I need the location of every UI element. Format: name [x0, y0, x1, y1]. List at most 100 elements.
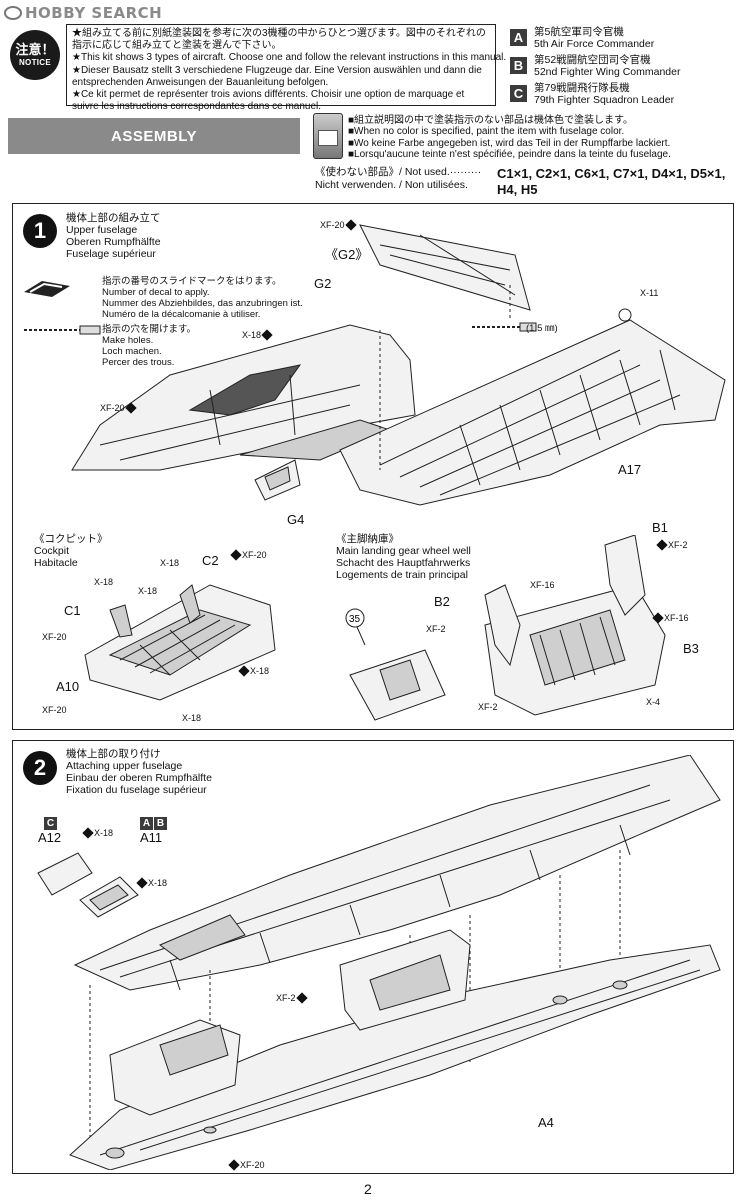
paint-note-line: ■Wo keine Farbe angegeben ist, wird das … [348, 137, 671, 149]
color-callout: X-18 [242, 329, 273, 341]
version-letter: B [510, 57, 527, 74]
color-callout-text: X-18 [94, 577, 114, 587]
color-callout: XF-16 [530, 580, 555, 590]
color-callout: XF-2 [276, 992, 308, 1004]
notice-line: ★組み立てる前に別紙塗装図を参考に次の3機種の中からひとつ選びます。図中のそれぞ… [72, 28, 486, 39]
wheelwell-title-de: Schacht des Hauptfahrwerks [336, 557, 471, 569]
decal-arrow-icon [24, 281, 70, 297]
color-dot-icon [124, 402, 137, 414]
step2-number: 2 [23, 751, 57, 785]
color-callout-text: XF-20 [242, 550, 267, 560]
wheelwell-title-en: Main landing gear wheel well [336, 545, 471, 557]
label-b1: B1 [652, 520, 668, 535]
color-callout: X-18 [238, 665, 269, 677]
step2-title-de: Einbau der oberen Rumpfhälfte [66, 772, 212, 784]
wheelwell-title-jp: 《主脚納庫》 [336, 533, 399, 545]
step1-title-en: Upper fuselage [66, 224, 138, 236]
color-callout: XF-2 [656, 539, 688, 551]
cockpit-title: 《コクピット》 Cockpit Habitacle [34, 533, 108, 569]
version-badge: B [154, 817, 167, 830]
paint-note-line: ■組立説明図の中で塗装指示のない部品は機体色で塗装します。 [348, 115, 634, 126]
version-jp: 第79戦闘飛行隊長機 [534, 82, 630, 94]
color-callout-text: X-11 [640, 288, 659, 298]
step2-title-en: Attaching upper fuselage [66, 760, 183, 772]
version-badge: C [44, 817, 57, 830]
color-callout-text: XF-20 [100, 403, 125, 413]
not-used-parts: C1×1, C2×1, C6×1, C7×1, D4×1, D5×1, H4, … [497, 166, 737, 198]
label-c2: C2 [202, 553, 219, 568]
assembly-title: ASSEMBLY [111, 127, 197, 145]
color-callout-text: X-18 [242, 330, 262, 340]
hole-legend: 指示の穴を開けます。 Make holes. Loch machen. Perc… [102, 324, 196, 368]
notice-badge-en: NOTICE [18, 57, 52, 67]
wheelwell-title-fr: Logements de train principal [336, 569, 468, 581]
color-callout: XF-2 [426, 624, 446, 634]
label-b3: B3 [683, 641, 699, 656]
step1-frame [12, 203, 734, 730]
paint-note-line: ■Lorsqu'aucune teinte n'est spécifiée, p… [348, 149, 671, 161]
label-g2-inset: 《G2》 [325, 247, 369, 262]
step1-number: 1 [23, 214, 57, 248]
not-used-parts-line2: H4, H5 [497, 182, 538, 197]
label-a17: A17 [618, 462, 642, 477]
notice-line: ★This kit shows 3 types of aircraft. Cho… [72, 52, 507, 64]
notice-badge: 注意！ NOTICE [10, 30, 60, 80]
color-callout: XF-20 [100, 402, 137, 414]
not-used-line2: Nicht verwenden. / Non utilisées. [315, 179, 468, 191]
drill-icon [24, 325, 101, 335]
notice-badge-jp: 注意！ [15, 42, 55, 58]
color-callout: XF-2 [478, 702, 498, 712]
version-en: 5th Air Force Commander [534, 38, 655, 50]
paint-note-line: ■When no color is specified, paint the i… [348, 126, 625, 138]
color-callout-text: X-18 [94, 828, 114, 838]
step1-title: 機体上部の組み立て Upper fuselage Oberen Rumpfhäl… [66, 212, 161, 260]
ref-35-text: 35 [349, 614, 361, 625]
color-callout-text: XF-16 [664, 613, 689, 623]
color-callout-text: X-18 [148, 878, 168, 888]
color-callout-text: X-18 [138, 586, 158, 596]
color-callout: XF-20 [230, 549, 267, 561]
version-jp: 第5航空軍司令官機 [534, 26, 624, 38]
color-dot-icon [228, 1159, 240, 1171]
wheelwell-title: 《主脚納庫》 Main landing gear wheel well Scha… [336, 533, 471, 581]
cockpit-title-en: Cockpit [34, 545, 70, 557]
notice-line: suivre les instructions correspondantes … [72, 101, 322, 113]
paint-can-icon [313, 113, 343, 159]
color-callout: X-4 [646, 697, 660, 707]
version-jp: 第52戦闘航空団司令官機 [534, 54, 651, 66]
step1-title-fr: Fuselage supérieur [66, 248, 156, 260]
decal-legend-line: Numéro de la décalcomanie à utiliser. [102, 309, 261, 320]
assembly-header: ASSEMBLY [8, 118, 300, 154]
color-callout: X-18 [160, 558, 179, 568]
notice-line: 指示に応じて組み立てと塗装を選んで下さい。 [72, 40, 282, 52]
label-c1: C1 [64, 603, 81, 618]
step2-title: 機体上部の取り付け Attaching upper fuselage Einba… [66, 748, 212, 796]
not-used-parts-line1: C1×1, C2×1, C6×1, C7×1, D4×1, D5×1, [497, 166, 726, 181]
step2-title-jp: 機体上部の取り付け [66, 748, 161, 760]
wheelwell-drawing: 35 [345, 535, 666, 721]
color-callout-text: X-18 [160, 558, 180, 568]
cockpit-title-jp: 《コクピット》 [34, 533, 108, 545]
hole-legend-line: 指示の穴を開けます。 [102, 324, 197, 335]
hole-legend-line: Make holes. [102, 335, 154, 346]
color-callout-text: XF-20 [240, 1160, 265, 1170]
color-dot-icon [344, 219, 357, 231]
paint-note: ■組立説明図の中で塗装指示のない部品は機体色で塗装します。 ■When no c… [348, 115, 671, 161]
label-a11: A11 [140, 830, 163, 845]
color-dot-icon [295, 992, 308, 1004]
color-callout: X-18 [82, 827, 114, 839]
label-a4: A4 [538, 1115, 554, 1130]
label-b2: B2 [434, 594, 450, 609]
version-en: 52nd Fighter Wing Commander [534, 66, 681, 78]
color-dot-icon [238, 665, 250, 677]
watermark-logo-icon [4, 6, 22, 20]
color-callout-text: XF-20 [320, 220, 345, 230]
color-callout: X-11 [640, 288, 658, 298]
